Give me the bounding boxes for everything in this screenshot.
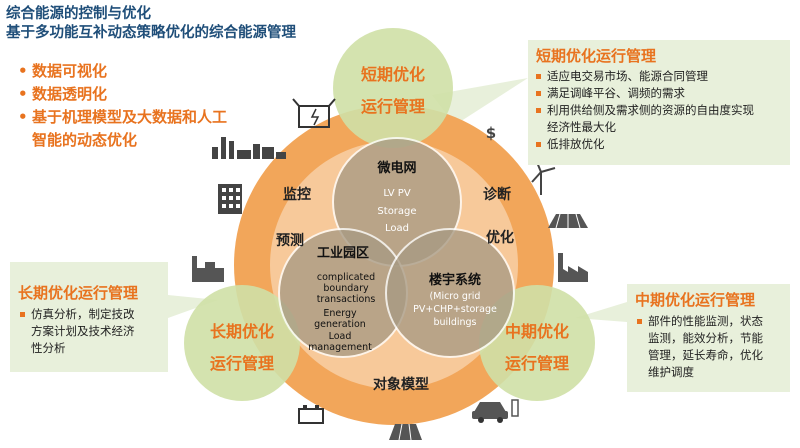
solar-panel-bottom-icon bbox=[389, 423, 422, 441]
long-term-title: 长期优化运行管理 bbox=[18, 284, 139, 302]
feature-item: • 基于机理模型及大数据和人工智能的动态优化 bbox=[18, 108, 228, 149]
short-term-item: 利用供给侧及需求侧的资源的自由度实现经济性最大化 bbox=[536, 102, 790, 136]
microgrid-title: 微电网 bbox=[376, 160, 416, 176]
industrial-line: transactions bbox=[317, 294, 376, 305]
short-circle-line1: 短期优化 bbox=[361, 65, 425, 84]
industrial-line: management bbox=[308, 342, 372, 353]
long-term-item: 仿真分析，制定技改方案计划及技术经济性分析 bbox=[20, 306, 168, 357]
long-circle-line2: 运行管理 bbox=[210, 354, 274, 373]
feature-item: •数据透明化 bbox=[18, 85, 108, 103]
transformer-icon bbox=[292, 98, 336, 128]
battery-icon bbox=[298, 405, 324, 424]
mid-term-item: 部件的性能监测，状态监测，能效分析，节能管理，延长寿命，优化维护调度 bbox=[637, 313, 790, 381]
industrial-line: Load bbox=[329, 331, 352, 342]
feature-item: •数据可视化 bbox=[18, 62, 108, 80]
ring-label-diagnose: 诊断 bbox=[483, 186, 511, 203]
industrial-line: Energy bbox=[323, 308, 357, 319]
short-term-item: 低排放优化 bbox=[536, 136, 790, 153]
page-subtitle: 基于多功能互补动态策略优化的综合能源管理 bbox=[6, 25, 296, 41]
building-title: 楼宇系统 bbox=[429, 272, 481, 288]
industrial-title: 工业园区 bbox=[317, 245, 369, 261]
microgrid-line: Load bbox=[385, 223, 409, 234]
short-circle-line2: 运行管理 bbox=[361, 97, 425, 116]
short-term-box: 短期优化运行管理 适应电交易市场、能源合同管理 满足调峰平谷、调频的需求 利用供… bbox=[528, 40, 790, 165]
long-term-box: 长期优化运行管理 仿真分析，制定技改方案计划及技术经济性分析 bbox=[10, 262, 168, 372]
dollar-icon: $ bbox=[486, 124, 496, 142]
office-building-icon bbox=[218, 184, 242, 214]
industrial-line: boundary bbox=[323, 283, 369, 294]
mid-circle-line1: 中期优化 bbox=[505, 322, 569, 341]
ring-label-monitor: 监控 bbox=[283, 186, 311, 203]
mid-term-box: 中期优化运行管理 部件的性能监测，状态监测，能效分析，节能管理，延长寿命，优化维… bbox=[627, 284, 790, 392]
feature-list: •数据可视化 •数据透明化 • 基于机理模型及大数据和人工智能的动态优化 bbox=[18, 60, 288, 152]
mid-term-title: 中期优化运行管理 bbox=[635, 291, 756, 309]
factory-skyline-icon bbox=[212, 137, 286, 159]
venn-building bbox=[385, 228, 515, 358]
long-circle-line1: 长期优化 bbox=[210, 322, 274, 341]
short-term-item: 满足调峰平谷、调频的需求 bbox=[536, 85, 790, 102]
factory-icon bbox=[192, 256, 224, 282]
industrial-line: generation bbox=[314, 319, 366, 330]
short-term-item: 适应电交易市场、能源合同管理 bbox=[536, 68, 790, 85]
factory-right-icon bbox=[558, 253, 588, 282]
industrial-line: complicated bbox=[317, 272, 375, 283]
long-term-circle bbox=[184, 285, 300, 401]
short-term-title: 短期优化运行管理 bbox=[536, 47, 657, 65]
ring-label-optimize: 优化 bbox=[486, 229, 514, 246]
short-term-circle bbox=[333, 28, 453, 148]
electric-car-icon bbox=[472, 399, 519, 423]
microgrid-line: LV PV bbox=[383, 188, 411, 199]
solar-panel-icon bbox=[548, 213, 588, 229]
page-title: 综合能源的控制与优化 bbox=[6, 6, 151, 22]
building-line: buildings bbox=[433, 317, 476, 328]
mid-circle-line2: 运行管理 bbox=[505, 354, 569, 373]
building-line: (Micro grid bbox=[430, 291, 481, 302]
short-callout-pointer bbox=[432, 78, 528, 125]
ring-label-forecast: 预测 bbox=[276, 232, 304, 249]
building-line: PV+CHP+storage bbox=[413, 304, 497, 315]
microgrid-line: Storage bbox=[377, 206, 416, 217]
ring-label-object-model: 对象模型 bbox=[373, 376, 429, 393]
